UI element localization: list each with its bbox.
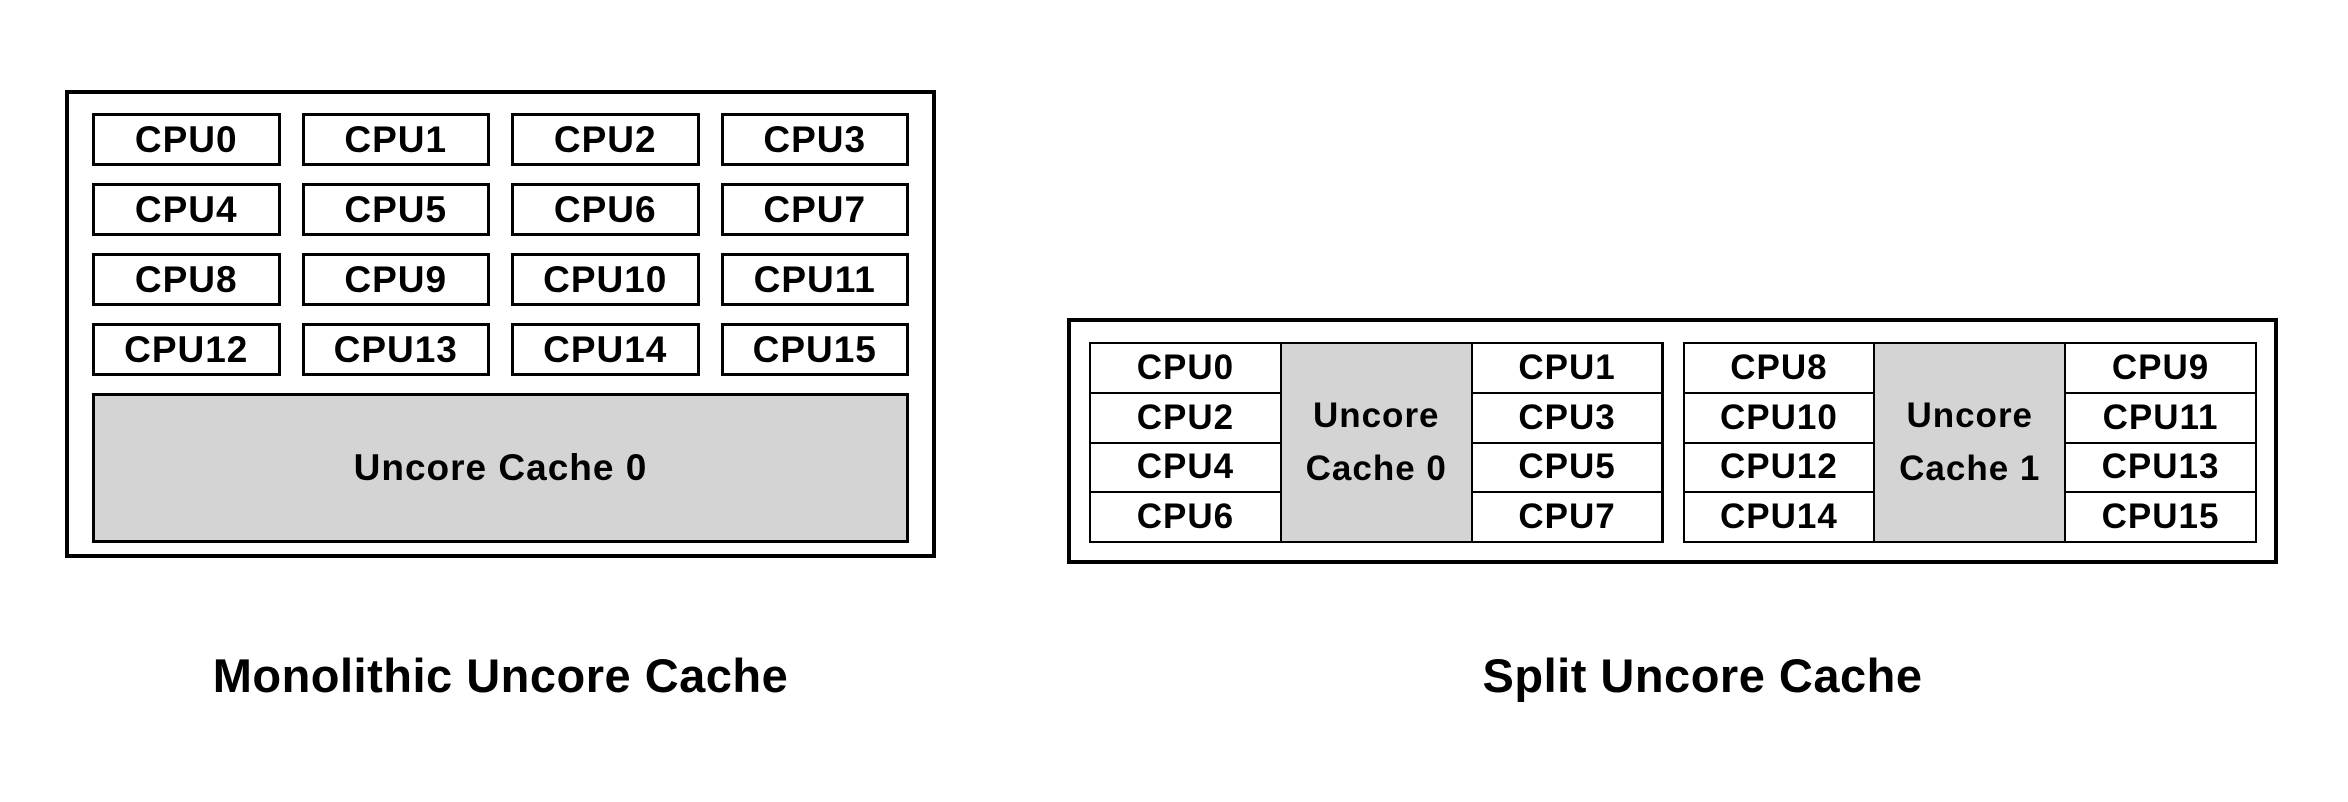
uncore-cache-1-box: Uncore Cache 1 [1875,344,2065,541]
cpu-box: CPU9 [301,253,490,306]
uncore-cache-0-box: Uncore Cache 0 [92,393,909,543]
cpu-box: CPU3 [1472,393,1662,442]
cpu-box: CPU8 [1684,344,1874,392]
cpu-box: CPU0 [92,113,281,166]
monolithic-figure: CPU0 CPU1 CPU2 CPU3 CPU4 CPU5 CPU6 CPU7 … [65,90,936,558]
cpu-box: CPU15 [2066,493,2255,541]
cpu-box: CPU10 [511,253,700,306]
cpu-box: CPU15 [720,323,909,376]
split-figure: CPU0 CPU2 CPU4 CPU6 Uncore Cache 0 CPU1 … [1067,318,2278,564]
cpu-box: CPU3 [720,113,909,166]
cpu-box: CPU1 [301,113,490,166]
cpu-box: CPU12 [1684,443,1874,492]
cpu-box: CPU7 [1472,493,1662,541]
cpu-box: CPU4 [92,183,281,236]
uncore-cache-0-box: Uncore Cache 0 [1281,344,1471,541]
cpu-box: CPU2 [1091,393,1280,442]
cpu-box: CPU6 [1091,493,1280,541]
cpu-box: CPU0 [1091,344,1280,392]
split-cluster-0: CPU0 CPU2 CPU4 CPU6 Uncore Cache 0 CPU1 … [1089,342,1664,543]
monolithic-cpu-grid: CPU0 CPU1 CPU2 CPU3 CPU4 CPU5 CPU6 CPU7 … [92,113,909,376]
cpu-box: CPU9 [2066,344,2255,392]
cpu-box: CPU10 [1684,393,1874,442]
monolithic-caption: Monolithic Uncore Cache [212,649,789,702]
cpu-box: CPU1 [1472,344,1662,392]
cpu-box: CPU5 [1472,443,1662,492]
cpu-box: CPU14 [511,323,700,376]
cpu-box: CPU2 [511,113,700,166]
cpu-box: CPU5 [301,183,490,236]
split-cluster-1: CPU8 CPU10 CPU12 CPU14 Uncore Cache 1 CP… [1682,342,2257,543]
split-caption: Split Uncore Cache [1482,649,1923,702]
cpu-box: CPU8 [92,253,281,306]
cpu-box: CPU4 [1091,443,1280,492]
cpu-box: CPU12 [92,323,281,376]
cpu-box: CPU13 [301,323,490,376]
cpu-box: CPU7 [720,183,909,236]
cpu-box: CPU11 [720,253,909,306]
cpu-box: CPU6 [511,183,700,236]
cpu-box: CPU11 [2066,393,2255,442]
cpu-box: CPU13 [2066,443,2255,492]
cpu-box: CPU14 [1684,493,1874,541]
